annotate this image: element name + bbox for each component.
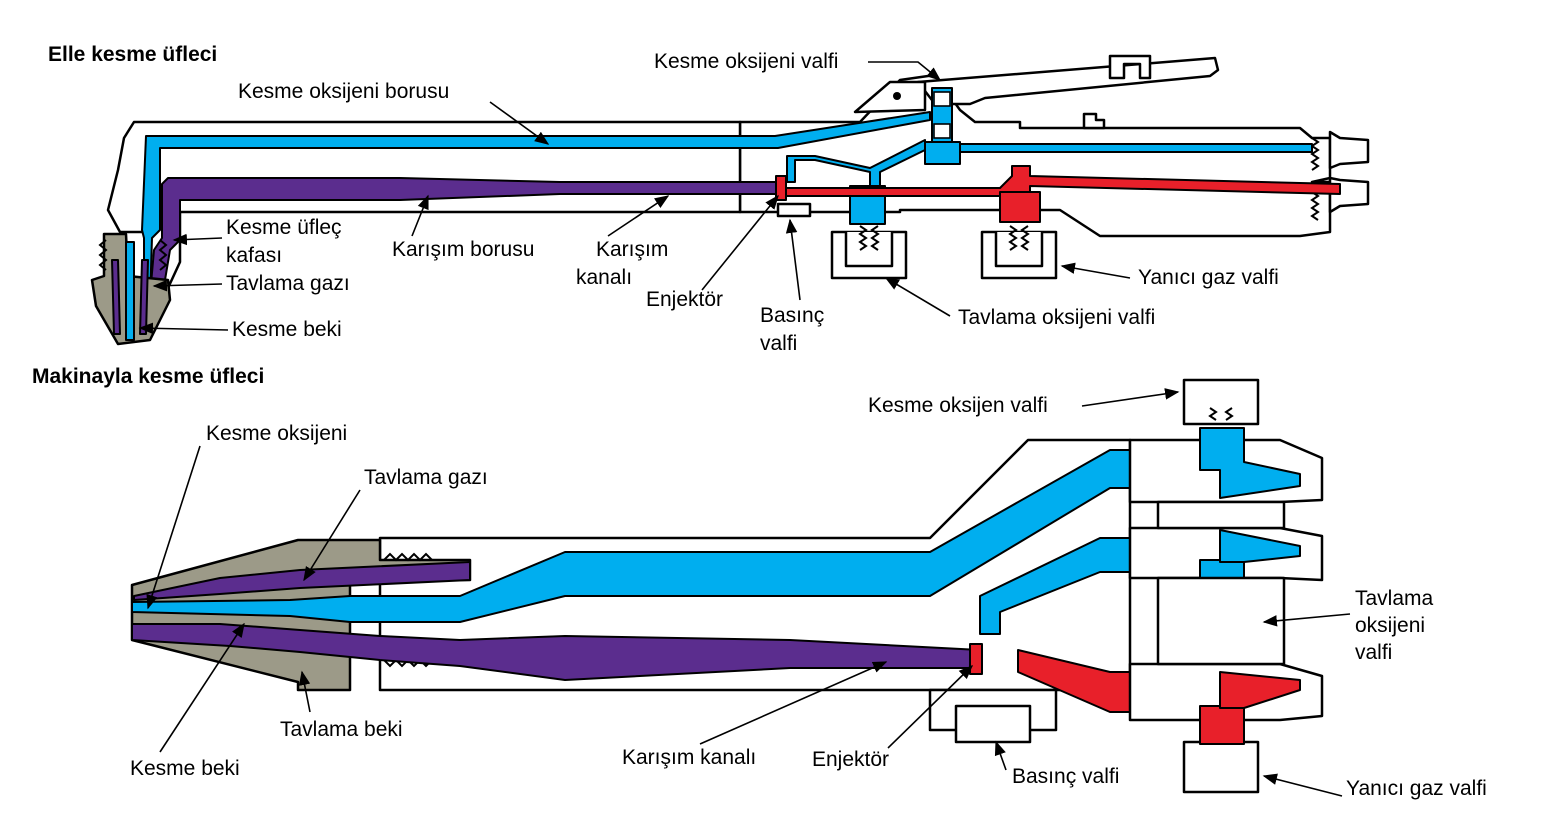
cutting-oxygen-tube [141, 111, 931, 301]
label-injector: Enjektör [646, 288, 723, 311]
thread-oxygen [1310, 137, 1320, 171]
machine-cutting-oxygen-valve[interactable] [1128, 378, 1324, 504]
hose-connector-oxygen [1328, 130, 1370, 170]
label-m-preheat-tip: Tavlama beki [280, 718, 403, 741]
oxygen-feed-line [959, 143, 1313, 153]
label-mixing-channel-2: kanalı [576, 266, 632, 289]
lever-front [853, 80, 927, 114]
label-cutting-oxygen-tube: Kesme oksijeni borusu [238, 80, 449, 103]
machine-leaders [146, 388, 1351, 797]
tip-thread [98, 239, 168, 271]
label-head-1: Kesme üfleç [226, 216, 342, 239]
valve-spacer-2 [1156, 576, 1286, 666]
lever-pivot-icon [893, 92, 901, 100]
label-preheat-oxygen-valve: Tavlama oksijeni valfi [958, 306, 1155, 329]
machine-torch-title: Makinayla kesme üfleci [32, 365, 264, 388]
preheat-oxygen-valve-knob[interactable] [830, 225, 908, 280]
tip-mix-bore-left [111, 259, 121, 335]
label-m-injector: Enjektör [812, 748, 889, 771]
label-m-mixing-channel: Karışım kanalı [622, 746, 756, 769]
machine-fuel-gas-valve[interactable] [1128, 662, 1324, 794]
machine-torch: Makinayla kesme üfleci [32, 365, 1487, 800]
label-pressure-valve-2: valfi [760, 332, 797, 355]
label-pressure-valve-1: Basınç [760, 304, 824, 327]
cutting-oxygen-valve-chamber [924, 141, 961, 165]
label-m-preheat-oxygen-valve-1: Tavlama [1355, 587, 1434, 610]
label-m-preheat-gas: Tavlama gazı [364, 466, 488, 489]
tip-thread-upper [383, 552, 433, 562]
machine-preheat-mix-upper [133, 561, 471, 601]
valve-spacer-1 [1156, 500, 1286, 530]
label-mixing-channel-1: Karışım [596, 238, 668, 261]
valve-seal-bottom [933, 123, 951, 139]
machine-injector [969, 643, 983, 675]
manual-torch: Elle kesme üfleci [48, 43, 1370, 355]
machine-pressure-valve[interactable] [954, 704, 1032, 744]
label-cutting-oxygen-valve: Kesme oksijeni valfi [654, 50, 838, 73]
fuel-gas-valve-knob[interactable] [980, 225, 1058, 280]
label-m-preheat-oxygen-valve-3: valfi [1355, 641, 1392, 664]
label-preheat-gas: Tavlama gazı [226, 272, 350, 295]
manual-torch-title: Elle kesme üfleci [48, 43, 217, 66]
body-screw [1082, 112, 1106, 130]
label-cutting-tip: Kesme beki [232, 318, 342, 341]
trigger-lever [916, 56, 1220, 106]
label-m-cutting-oxygen-valve: Kesme oksijen valfi [868, 394, 1048, 417]
tip-mix-bore-right [139, 259, 149, 335]
label-m-pressure-valve: Basınç valfi [1012, 765, 1119, 788]
valve-seal-top [933, 91, 951, 107]
manual-leaders [138, 61, 1131, 335]
label-m-preheat-oxygen-valve-2: oksijeni [1355, 614, 1425, 637]
label-mixing-tube: Karışım borusu [392, 238, 534, 261]
label-m-fuel-gas-valve: Yanıcı gaz valfi [1346, 777, 1487, 800]
label-head-2: kafası [226, 244, 282, 267]
label-m-cutting-tip: Kesme beki [130, 757, 240, 780]
pressure-valve-manual [776, 202, 812, 218]
tip-oxygen-bore [125, 241, 135, 341]
lever-latch [1108, 54, 1152, 80]
label-m-cutting-oxygen: Kesme oksijeni [206, 422, 347, 445]
label-fuel-gas-valve: Yanıcı gaz valfi [1138, 266, 1279, 289]
machine-preheat-oxygen-passage [979, 537, 1131, 635]
fuel-gas-valve-body [999, 191, 1041, 223]
